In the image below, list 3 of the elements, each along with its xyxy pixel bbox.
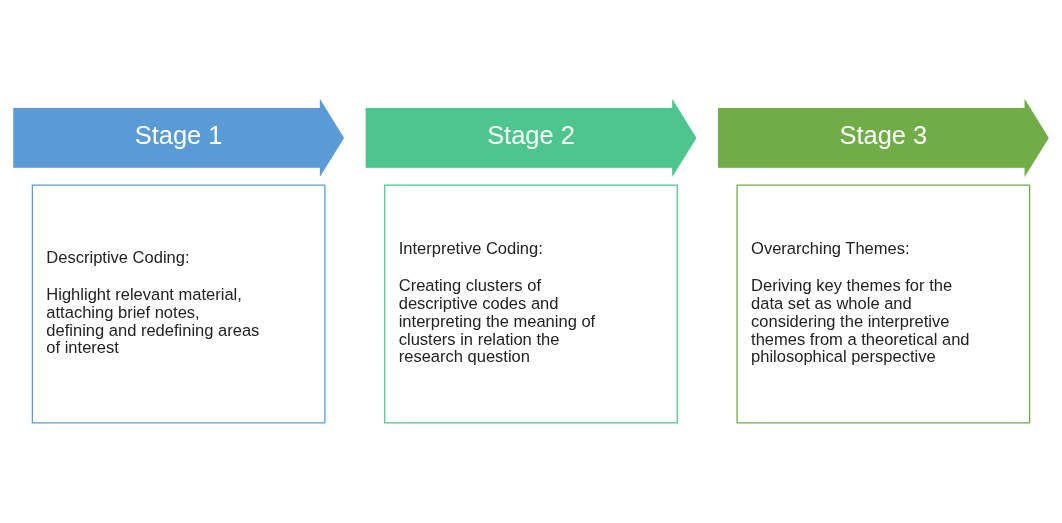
node-box: Interpretive Coding: Creating clusters of descriptive codes and interpreting the meaning of clusters in relation the research question (384, 183, 678, 424)
node-box: Overarching Themes: Deriving key themes for the data set as whole and considering the interpretive themes from a theoretical and philosophical perspective (736, 183, 1031, 424)
node-box: Descriptive Coding: Highlight relevant material, attaching brief notes, defining and redefining areas of interest (31, 183, 326, 424)
